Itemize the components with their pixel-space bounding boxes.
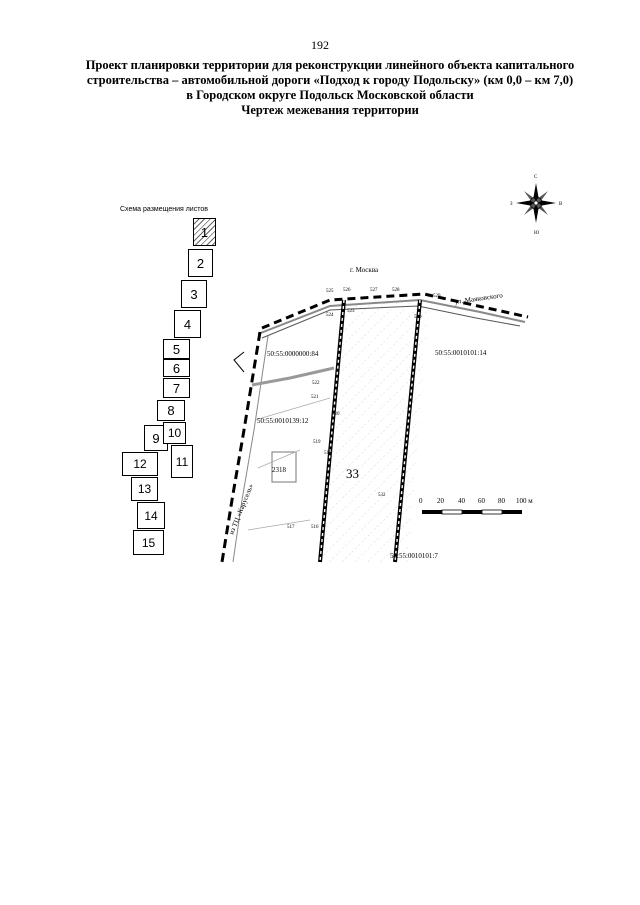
red-line-left [220,331,262,563]
scale-tick-20: 20 [437,497,445,505]
point-518: 518 [324,451,332,456]
zone-33-area [320,292,412,562]
building-2318 [271,451,297,483]
point-530: 530 [414,315,422,320]
scale-tick-0: 0 [419,497,423,505]
scale-bar [422,509,522,515]
sheet-8: 8 [157,400,185,421]
compass-west: З [510,202,513,207]
city-label: г. Москва [350,266,379,274]
compass-rose [516,183,556,223]
sheet-12: 12 [122,452,158,476]
document-title: Проект планировки территории для реконст… [60,58,600,118]
sheet-6: 6 [163,359,190,377]
side-road [251,366,335,387]
compass-east: В [559,202,563,207]
parcel-label-2: 50:55:0010101:14 [435,349,487,357]
sheet-11: 11 [171,445,193,478]
sheet-5: 5 [163,339,190,359]
sheet-10: 10 [163,422,186,444]
point-516: 516 [311,525,319,530]
title-line-1: Проект планировки территории для реконст… [85,58,575,72]
sheet-4: 4 [174,310,201,338]
sheet-1: 1 [193,218,216,246]
point-522: 522 [312,381,320,386]
compass-south: Ю [534,231,539,236]
point-528: 528 [392,288,400,293]
zone-area-east [395,292,430,562]
sheet-13: 13 [131,477,158,501]
point-524: 524 [326,313,334,318]
parcel-label-1: 50:55:0000000:84 [267,350,319,358]
parcel-label-4: 50:55:0010101:7 [390,552,438,560]
point-523: 523 [347,309,355,314]
road-label: из ТЦ «Карусель» [227,482,255,535]
parcel-label-3: 50:55:0010139:12 [257,417,309,425]
zone-number: 33 [346,466,359,481]
point-527: 527 [370,288,378,293]
compass-north: С [534,175,538,180]
sheet-3: 3 [181,280,207,308]
sheet-2: 2 [188,249,213,277]
scale-tick-100: 100 м [516,497,533,505]
scale-tick-80: 80 [498,497,506,505]
sheet-15: 15 [133,530,164,555]
point-521: 521 [311,395,319,400]
point-519: 519 [313,440,321,445]
sheet-scheme-title: Схема размещения листов [120,206,208,213]
title-line-3: в Городском округе Подольск Московской о… [186,88,474,102]
point-520: 520 [332,412,340,417]
red-line-top [261,292,529,330]
point-529: 529 [433,294,441,299]
sheet-14: 14 [137,502,165,529]
title-line-4: Чертеж межевания территории [241,103,419,117]
point-532: 532 [378,493,386,498]
sheet-7: 7 [163,378,190,398]
page-number: 192 [311,38,329,52]
title-line-2: строительства – автомобильной дороги «По… [86,73,574,87]
point-525: 525 [326,289,334,294]
scale-tick-40: 40 [458,497,466,505]
building-number: 2318 [272,466,287,474]
street-label: ул. Маяковского [454,291,504,306]
scale-tick-60: 60 [478,497,486,505]
point-526: 526 [343,288,351,293]
point-517: 517 [287,525,295,530]
